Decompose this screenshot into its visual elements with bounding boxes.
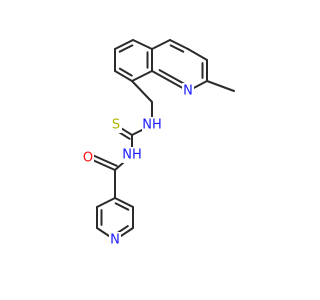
atom-label-n-thioamide: NH — [142, 118, 162, 133]
bond-line — [114, 197, 134, 208]
bond-line-double — [158, 69, 186, 86]
atom-label-o-carbonyl: O — [83, 151, 93, 166]
atom-label-n-pyridine: N — [110, 233, 120, 248]
bond-line — [151, 39, 171, 50]
bond-line — [131, 70, 153, 82]
bond-line — [187, 48, 208, 61]
bond-line-double — [114, 202, 130, 211]
bond-line — [206, 80, 235, 92]
atom-label-background — [182, 83, 194, 99]
atom-label-background — [110, 117, 122, 133]
atom-label-background — [109, 232, 121, 248]
bond-line-double — [118, 44, 134, 53]
atom-label-background — [122, 147, 142, 163]
bond-line — [169, 39, 189, 50]
atom-label-n-amide: NH — [122, 148, 142, 163]
bond-line-double — [88, 152, 118, 167]
atom-label-background — [82, 150, 94, 166]
bond-line-double — [118, 67, 133, 77]
bond-line — [132, 39, 153, 50]
bond-line — [131, 80, 153, 103]
bonds — [87, 39, 235, 241]
atom-label-n-quinoline: N — [183, 84, 193, 99]
atom-label-background — [142, 117, 162, 133]
bond-line — [114, 70, 133, 82]
bond-line — [96, 197, 116, 208]
atom-label-s-thione: S — [112, 118, 120, 133]
bond-line-double — [169, 44, 185, 53]
bond-line — [114, 39, 134, 50]
